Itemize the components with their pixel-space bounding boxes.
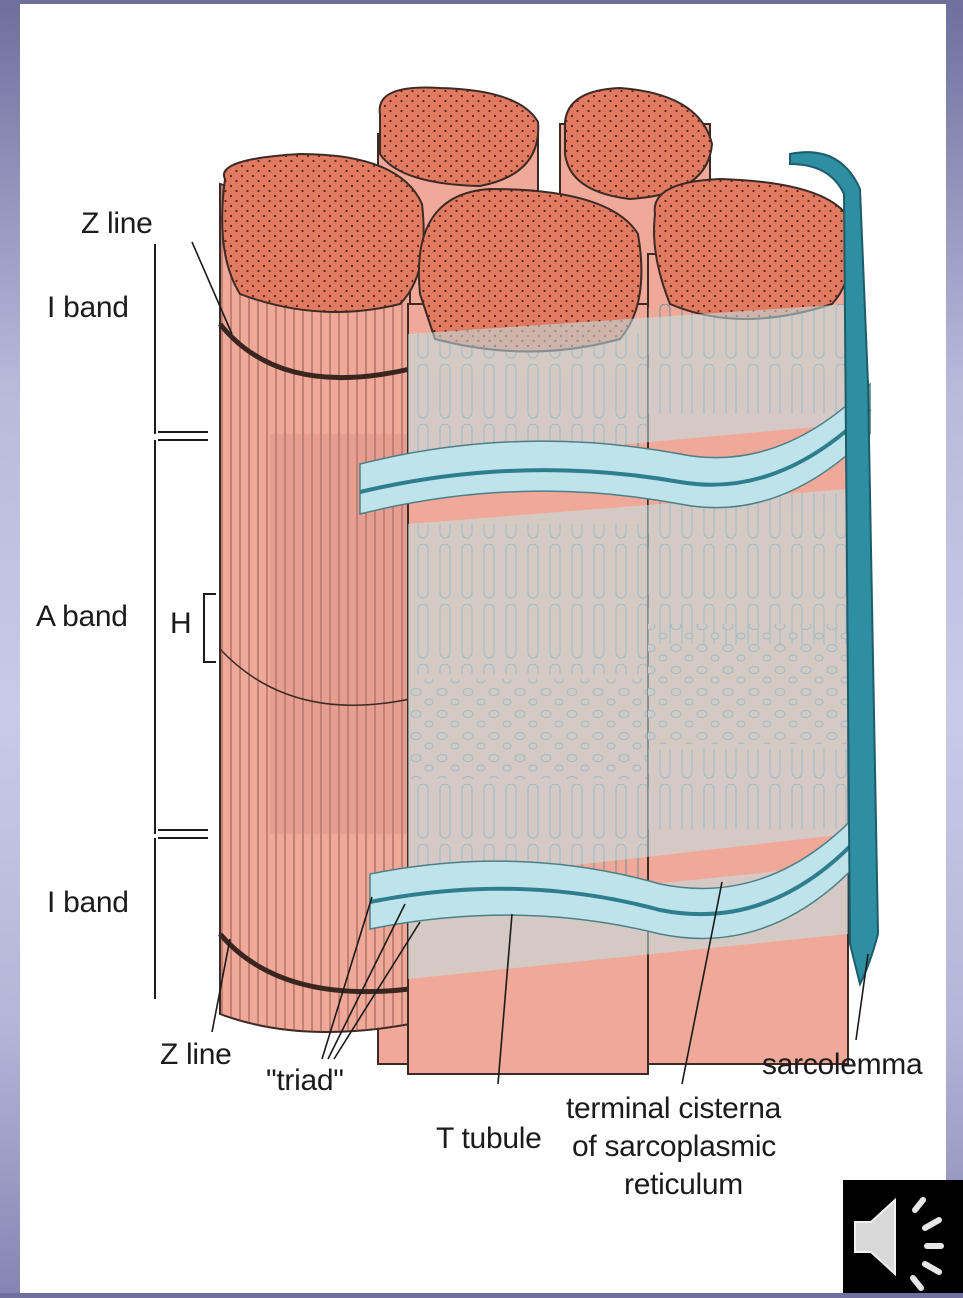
a-band-label: A band bbox=[36, 602, 128, 632]
z-line-top-label: Z line bbox=[81, 209, 153, 239]
i-band-top-label: I band bbox=[47, 293, 129, 323]
sarcolemma-label: sarcolemma bbox=[762, 1050, 922, 1080]
i-band-bottom-label: I band bbox=[47, 888, 129, 918]
terminal-cisterna-line-2: of sarcoplasmic bbox=[572, 1132, 776, 1162]
z-line-bottom-label: Z line bbox=[160, 1040, 232, 1070]
triad-label: "triad" bbox=[266, 1066, 344, 1096]
t-tubule-label: T tubule bbox=[436, 1124, 541, 1154]
terminal-cisterna-line-3: reticulum bbox=[624, 1170, 743, 1200]
slide: Z line I band A band H I band Z line "tr… bbox=[20, 4, 946, 1293]
audio-button[interactable] bbox=[843, 1180, 963, 1293]
muscle-fiber-diagram bbox=[20, 4, 946, 1293]
terminal-cisterna-line-1: terminal cisterna bbox=[566, 1094, 781, 1124]
speaker-icon bbox=[843, 1180, 963, 1293]
h-zone-label: H bbox=[170, 609, 191, 639]
